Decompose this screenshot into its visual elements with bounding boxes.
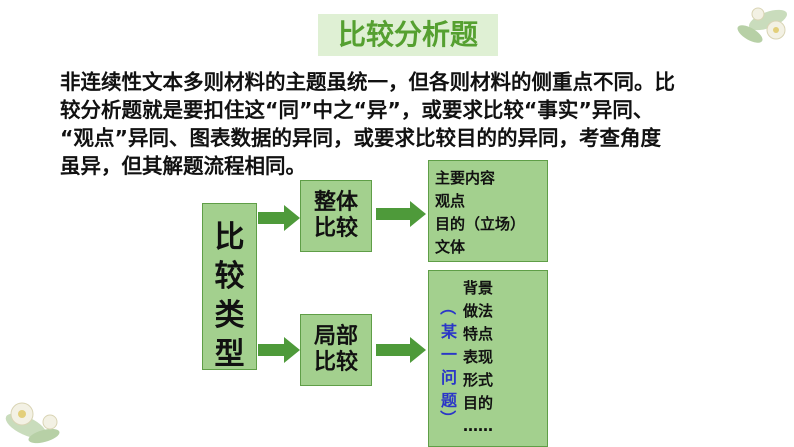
- paren-char: 题: [440, 391, 457, 410]
- title-highlight: [318, 14, 498, 56]
- list-item: 主要内容: [435, 169, 496, 187]
- comparison-type-box: 比 较 类 型: [202, 203, 257, 372]
- paren-char: 问: [440, 368, 457, 387]
- partial-comparison-box: 局部 比较: [300, 314, 372, 386]
- arrow-right-icon: [376, 201, 426, 227]
- paragraph-line: “观点”异同、图表数据的异同，或要求比较目的的异同，考查角度: [60, 126, 661, 150]
- main-char: 较: [214, 259, 245, 294]
- flower-decoration-icon: [737, 7, 787, 43]
- paren-close: ）: [438, 409, 457, 426]
- list-item: 背景: [463, 279, 494, 297]
- overall-comparison-box: 整体 比较: [300, 180, 372, 252]
- paren-char: 某: [440, 322, 457, 341]
- overall-label: 比较: [313, 216, 358, 241]
- overall-items-box: 主要内容 观点 目的（立场） 文体: [428, 160, 548, 262]
- arrow-right-icon: [258, 205, 300, 231]
- arrow-right-icon: [376, 337, 426, 363]
- main-char: 型: [214, 337, 245, 372]
- list-item: 观点: [435, 192, 466, 210]
- list-item: 做法: [463, 302, 494, 320]
- paren-char: 一: [440, 345, 457, 364]
- overall-label: 整体: [313, 190, 358, 215]
- list-item: 表现: [463, 348, 494, 366]
- partial-label: 局部: [313, 324, 358, 349]
- partial-label: 比较: [313, 350, 358, 375]
- list-item: ……: [463, 417, 493, 435]
- paragraph-line: 虽异，但其解题流程相同。: [60, 154, 306, 178]
- arrow-right-icon: [258, 337, 300, 363]
- intro-paragraph: 非连续性文本多则材料的主题虽统一，但各则材料的侧重点不同。比 较分析题就是要扣住…: [60, 68, 760, 180]
- main-char: 类: [214, 298, 245, 333]
- page-title: 比较分析题: [337, 18, 478, 51]
- list-item: 形式: [463, 371, 494, 389]
- list-item: 目的: [463, 394, 494, 412]
- list-item: 目的（立场）: [435, 215, 526, 233]
- paren-open: （: [438, 298, 457, 315]
- list-item: 文体: [435, 238, 466, 256]
- paragraph-line: 较分析题就是要扣住这“同”中之“异”，或要求比较“事实”异同、: [60, 98, 654, 122]
- flower-decoration-icon: [5, 402, 60, 444]
- main-char: 比: [214, 220, 245, 255]
- list-item: 特点: [463, 325, 494, 343]
- paragraph-line: 非连续性文本多则材料的主题虽统一，但各则材料的侧重点不同。比: [60, 70, 675, 94]
